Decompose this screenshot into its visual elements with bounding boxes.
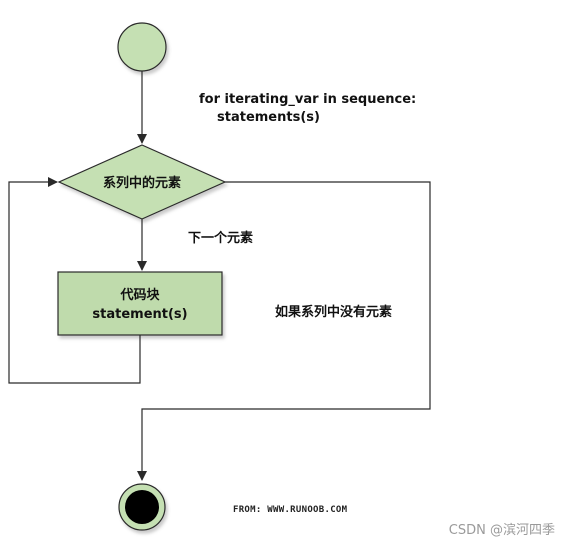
edge-loop-back [8,177,141,384]
end-node-core [125,490,159,524]
source-credit: FROM: WWW.RUNOOB.COM [233,505,348,515]
start-node [117,22,167,72]
decision-label: 系列中的元素 [103,175,181,191]
next-element-label: 下一个元素 [188,230,253,246]
edge-exit [137,181,431,481]
process-label-line2: statement(s) [92,307,187,322]
code-line-2: statements(s) [217,110,320,125]
process-label-line1: 代码块 [119,287,160,303]
code-line-1: for iterating_var in sequence: [199,92,416,107]
watermark: CSDN @滨河四季 [449,522,555,538]
no-more-elements-label: 如果系列中没有元素 [275,304,392,320]
process-node [57,271,223,336]
